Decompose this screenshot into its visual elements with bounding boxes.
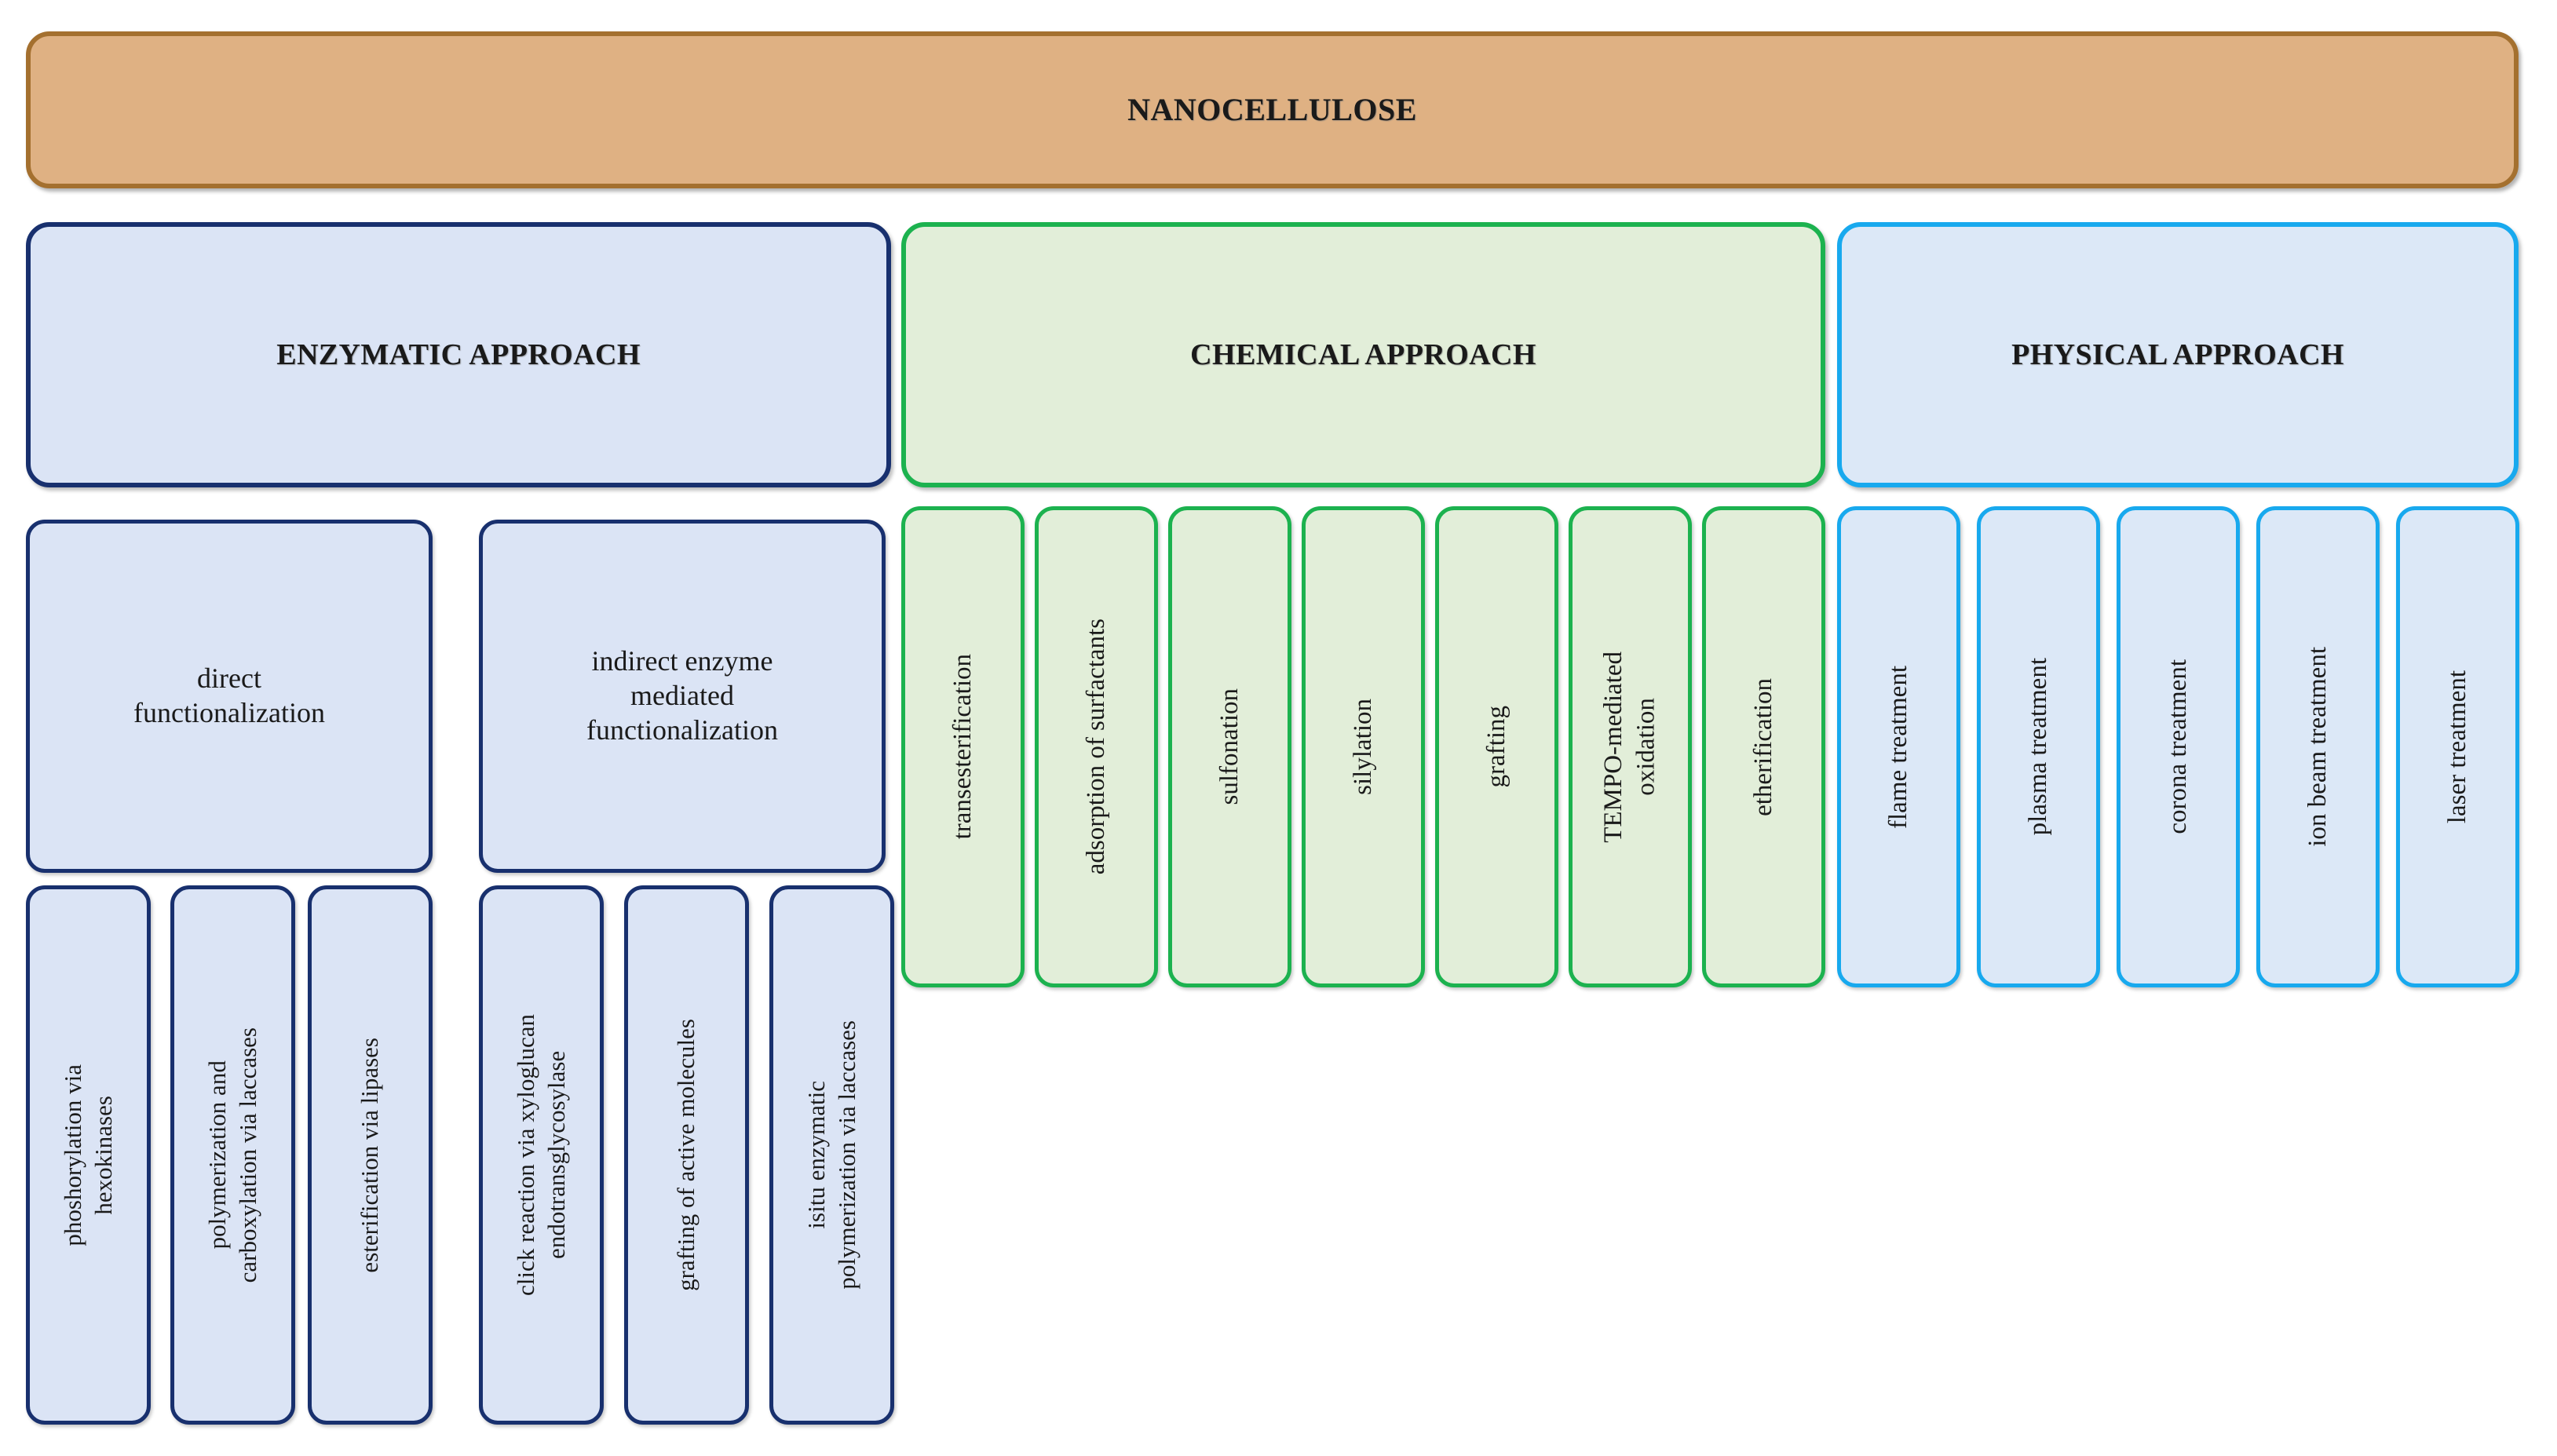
chemical-item-grafting[interactable]: grafting <box>1435 506 1558 987</box>
enzymatic-item-isitu-enzymatic-polymerization-via-laccases[interactable]: isitu enzymatic polymerization via lacca… <box>769 885 894 1425</box>
enzymatic-item-label: click reaction via xyloglucan endotransg… <box>511 1014 570 1296</box>
enzymatic-approach-box[interactable]: ENZYMATIC APPROACH <box>26 222 891 487</box>
nanocellulose-root-label: NANOCELLULOSE <box>1127 91 1417 127</box>
chemical-item-silylation[interactable]: silylation <box>1302 506 1425 987</box>
physical-item-corona-treatment[interactable]: corona treatment <box>2117 506 2240 987</box>
chemical-item-label: silylation <box>1348 699 1377 795</box>
enzymatic-approach-label: ENZYMATIC APPROACH <box>276 338 641 371</box>
nanocellulose-root-box: NANOCELLULOSE <box>26 31 2519 188</box>
enzymatic-item-label: phoshorylation via hexokinases <box>58 1064 117 1246</box>
chemical-item-label: grafting <box>1481 706 1510 788</box>
enzymatic-item-grafting-of-active-molecules[interactable]: grafting of active molecules <box>624 885 749 1425</box>
physical-item-label: laser treatment <box>2442 670 2471 824</box>
physical-item-label: flame treatment <box>1883 665 1912 829</box>
chemical-item-label: TEMPO-mediated oxidation <box>1599 651 1660 843</box>
chemical-item-label: transesterification <box>948 654 977 840</box>
chemical-approach-label: CHEMICAL APPROACH <box>1190 338 1536 371</box>
chemical-item-etherification[interactable]: etherification <box>1702 506 1825 987</box>
physical-item-label: ion beam treatment <box>2303 647 2332 847</box>
chemical-item-label: etherification <box>1748 677 1777 816</box>
physical-approach-box[interactable]: PHYSICAL APPROACH <box>1837 222 2519 487</box>
physical-item-label: plasma treatment <box>2023 658 2052 836</box>
enzymatic-subgroup-direct-box[interactable]: direct functionalization <box>26 520 433 873</box>
enzymatic-item-esterification-via-lipases[interactable]: esterification via lipases <box>308 885 433 1425</box>
chemical-item-sulfonation[interactable]: sulfonation <box>1168 506 1291 987</box>
chemical-approach-box[interactable]: CHEMICAL APPROACH <box>901 222 1825 487</box>
physical-item-plasma-treatment[interactable]: plasma treatment <box>1977 506 2100 987</box>
enzymatic-item-label: grafting of active molecules <box>672 1019 700 1291</box>
enzymatic-subgroup-indirect-label: indirect enzyme mediated functionalizati… <box>586 645 778 746</box>
enzymatic-item-phosphorylation-via-hexokinases[interactable]: phoshorylation via hexokinases <box>26 885 151 1425</box>
physical-item-flame-treatment[interactable]: flame treatment <box>1837 506 1960 987</box>
enzymatic-subgroup-direct-label: direct functionalization <box>133 662 325 728</box>
enzymatic-item-label: esterification via lipases <box>356 1037 384 1273</box>
chemical-item-label: adsorption of surfactants <box>1081 619 1110 875</box>
physical-item-laser-treatment[interactable]: laser treatment <box>2396 506 2519 987</box>
enzymatic-item-label: isitu enzymatic polymerization via lacca… <box>802 1020 860 1290</box>
physical-approach-label: PHYSICAL APPROACH <box>2011 338 2344 371</box>
chemical-item-adsorption-of-surfactants[interactable]: adsorption of surfactants <box>1035 506 1158 987</box>
enzymatic-subgroup-indirect-box[interactable]: indirect enzyme mediated functionalizati… <box>479 520 886 873</box>
chemical-item-transesterification[interactable]: transesterification <box>901 506 1025 987</box>
enzymatic-item-click-reaction-via-xyloglucan-endotransglycosylase[interactable]: click reaction via xyloglucan endotransg… <box>479 885 604 1425</box>
physical-item-label: corona treatment <box>2163 659 2192 834</box>
chemical-item-label: sulfonation <box>1215 688 1244 805</box>
physical-item-ion-beam-treatment[interactable]: ion beam treatment <box>2256 506 2380 987</box>
enzymatic-item-label: polymerization and carboxylation via lac… <box>203 1027 261 1283</box>
chemical-item-tempo-mediated-oxidation[interactable]: TEMPO-mediated oxidation <box>1569 506 1692 987</box>
enzymatic-item-polymerization-and-carboxylation-via-laccases[interactable]: polymerization and carboxylation via lac… <box>170 885 295 1425</box>
